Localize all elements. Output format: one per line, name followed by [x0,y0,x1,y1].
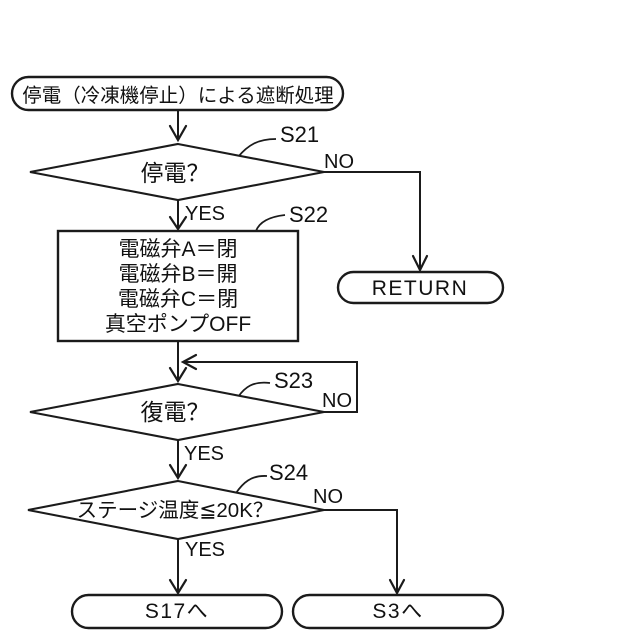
s23-yes-label: YES [184,443,224,465]
leader-s21 [237,138,277,158]
s21-yes-label: YES [185,203,225,225]
goto-s3-label: S3へ [372,600,423,623]
leader-s22 [255,214,286,232]
s24-yes-label: YES [185,539,225,561]
decision-s23 [29,382,325,442]
return-terminal-label: RETURN [372,277,469,300]
step-tag-s21: S21 [280,122,319,147]
process-s22 [56,229,300,343]
start-terminal [10,75,345,112]
decision-s23-question: 復電？ [141,399,210,425]
goto-s17-label: S17へ [145,600,209,623]
leader-s24 [235,475,268,494]
s22-action-4: 真空ポンプOFF [105,313,251,336]
step-tag-s24: S24 [269,460,308,485]
s23-no-label: NO [322,390,352,412]
arrowhead-into-s22 [168,215,188,231]
step-tag-s22: S22 [289,202,328,227]
s22-action-3: 電磁弁C＝閉 [118,288,238,311]
s21-no-label: NO [324,151,354,173]
connectors [168,110,429,596]
goto-s3-terminal [291,593,505,630]
arrowhead-into-s24 [168,463,188,481]
arrowhead-into-s17 [168,578,188,596]
decision-s21 [29,142,325,202]
arrowhead-into-return [411,254,429,273]
edge-s24-no-to-s3 [324,509,398,591]
s22-action-1: 電磁弁A＝閉 [118,238,237,261]
edge-s21-no-to-return [324,171,421,268]
s24-no-label: NO [313,486,343,508]
start-terminal-label: 停電（冷凍機停止）による遮断処理 [22,85,333,107]
goto-s17-terminal [70,593,284,630]
return-terminal [336,270,505,305]
decision-s21-question: 停電？ [141,160,210,186]
decision-s24-question: ステージ温度≦20K？ [77,499,274,522]
step-tag-s23: S23 [274,368,313,393]
arrowhead-loop-junction [180,353,198,371]
arrowhead-into-s23 [168,366,188,384]
leader-s23 [237,381,271,398]
decision-s24 [27,479,325,541]
s22-action-2: 電磁弁B＝開 [118,263,237,286]
arrowhead-into-s3 [388,578,406,596]
edge-s23-no-loop [185,361,358,413]
tag-leaders [235,138,286,494]
arrowhead-into-s21 [168,124,188,143]
